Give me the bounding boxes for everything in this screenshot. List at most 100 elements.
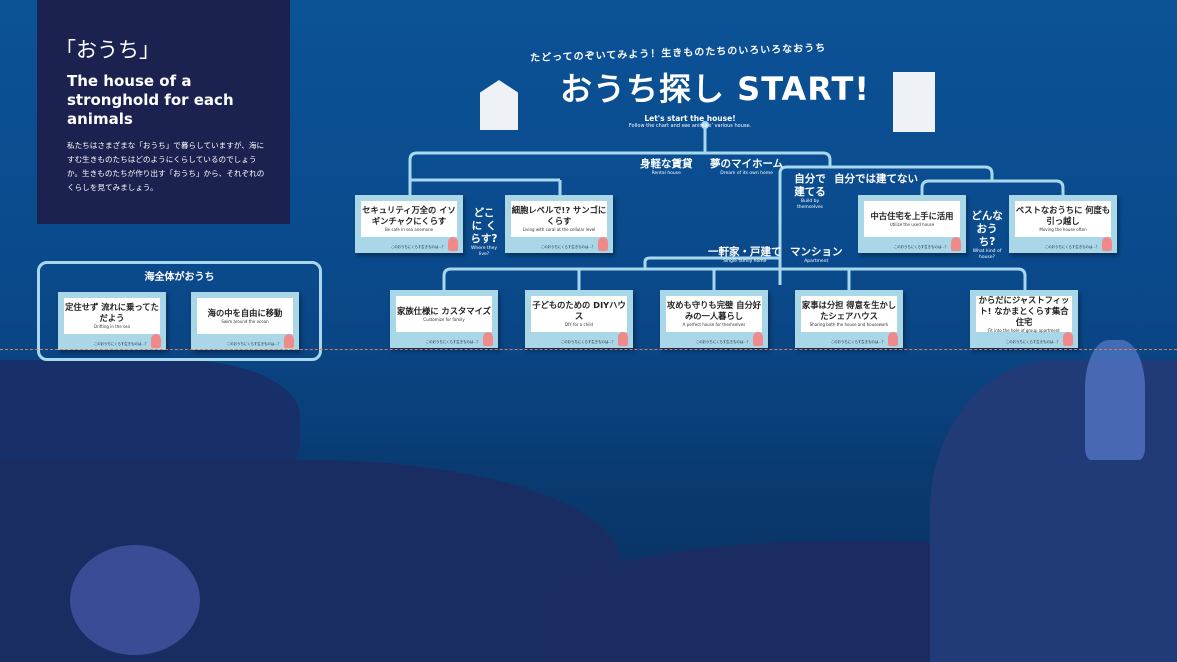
label-text: 身軽な賃貸	[640, 158, 693, 170]
arrow-icon	[598, 237, 608, 251]
card-title: ベストなおうちに 何度も引っ越し	[1015, 205, 1111, 226]
card-footer: このおうちにくらす生きものは…？	[93, 342, 148, 346]
page-title: おうち探し START!	[560, 70, 870, 108]
label-en: Where they live?	[470, 246, 498, 257]
card-footer: このおうちにくらす生きものは…？	[893, 245, 948, 249]
label-whatkind: どんな おうち?What kind of house?	[970, 210, 1004, 261]
subtitle-sub: Follow the chart and see animals’ variou…	[628, 123, 752, 129]
sea-group-title: 海全体がおうち	[144, 272, 215, 283]
label-text: どんな おうち?	[971, 210, 1003, 248]
label-nobuild: 自分では建てない	[834, 173, 918, 186]
card-title: 海の中を自由に移動	[207, 307, 283, 318]
card-subtitle: Utilize the used house	[889, 221, 935, 227]
arrow-icon	[618, 332, 628, 346]
label-en: Rental house	[651, 171, 681, 176]
card-footer: このおうちにくらす生きものは…？	[226, 342, 281, 346]
card-footer: このおうちにくらす生きものは…？	[1044, 245, 1099, 249]
label-en: Build by themselves	[797, 199, 823, 210]
label-text: マンション	[790, 246, 843, 258]
card-footer: このおうちにくらす生きものは…？	[1005, 340, 1060, 344]
arrow-icon	[1063, 332, 1073, 346]
card-footer: このおうちにくらす生きものは…？	[560, 340, 615, 344]
card-subtitle: Customize for family	[423, 316, 465, 322]
card-title: 攻めも守りも完璧 自分好みの一人暮らし	[666, 300, 762, 321]
label-text: 一軒家・戸建て	[708, 246, 782, 258]
arrow-icon	[284, 334, 294, 348]
label-en: Dream of its own home	[720, 171, 773, 176]
arrow-icon	[448, 237, 458, 251]
intro-panel: 「おうち」 The house of a stronghold for each…	[37, 0, 290, 224]
label-en: Single family home	[723, 259, 767, 264]
label-en: Apartment	[804, 259, 829, 264]
card-title: からだにジャストフィット! なかまとくらす集合住宅	[978, 294, 1070, 327]
sea-fan	[1085, 340, 1145, 460]
label-text: 自分で 建てる	[794, 173, 826, 198]
intro-body: 私たちはさまざまな「おうち」で暮らしていますが、海にすむ生きものたちはどのように…	[67, 141, 265, 192]
card-subtitle: Living with coral at the cellular level	[522, 227, 596, 232]
card-subtitle: Drifting in the sea	[94, 324, 130, 329]
card-footer: このおうちにくらす生きものは…？	[425, 340, 480, 344]
label-text: どこに くらす?	[470, 207, 498, 245]
intro-jp-title: 「おうち」	[55, 38, 160, 62]
intro-en-title: The house of a stronghold for each anima…	[67, 72, 234, 128]
card-subtitle: Fit into the hole of group apartment	[988, 327, 1060, 333]
card-footer: このおうちにくらす生きものは…？	[830, 340, 885, 344]
arrow-icon	[151, 334, 161, 348]
arrow-icon	[1102, 237, 1112, 251]
label-text: 自分では建てない	[834, 173, 918, 185]
card-subtitle: A perfect house for themselves	[682, 322, 746, 327]
card-title: 家族仕様に カスタマイズ	[397, 305, 491, 316]
sea-group-box	[37, 261, 322, 361]
card-title: 子どものための DIYハウス	[532, 300, 626, 321]
card-title: 家事は分担 得意を生かしたシェアハウス	[801, 300, 897, 321]
arrow-icon	[888, 332, 898, 346]
arrow-icon	[951, 237, 961, 251]
label-where: どこに くらす?Where they live?	[470, 207, 498, 258]
sea-surface-divider	[0, 349, 1177, 350]
house-illustration	[480, 80, 518, 130]
building-illustration	[893, 72, 935, 132]
label-en: What kind of house?	[972, 249, 1002, 260]
card-subtitle: Swim around the ocean	[221, 318, 269, 324]
card-footer: このおうちにくらす生きものは…？	[695, 340, 750, 344]
label-text: 夢のマイホーム	[710, 158, 784, 170]
card-footer: このおうちにくらす生きものは…？	[390, 245, 445, 249]
subtitle: Let's start the house!	[644, 114, 736, 123]
card-subtitle: DIY for a child	[565, 322, 593, 327]
arrow-icon	[753, 332, 763, 346]
card-subtitle: Moving the house often	[1039, 227, 1087, 232]
card-title: セキュリティ万全の イソギンチャクにくらす	[362, 205, 456, 226]
brain-coral	[70, 545, 200, 655]
card-subtitle: Sharing both the house and housework	[809, 322, 889, 327]
card-title: 中古住宅を上手に活用	[870, 210, 954, 221]
card-subtitle: Be safe in sea anemone	[384, 227, 434, 232]
